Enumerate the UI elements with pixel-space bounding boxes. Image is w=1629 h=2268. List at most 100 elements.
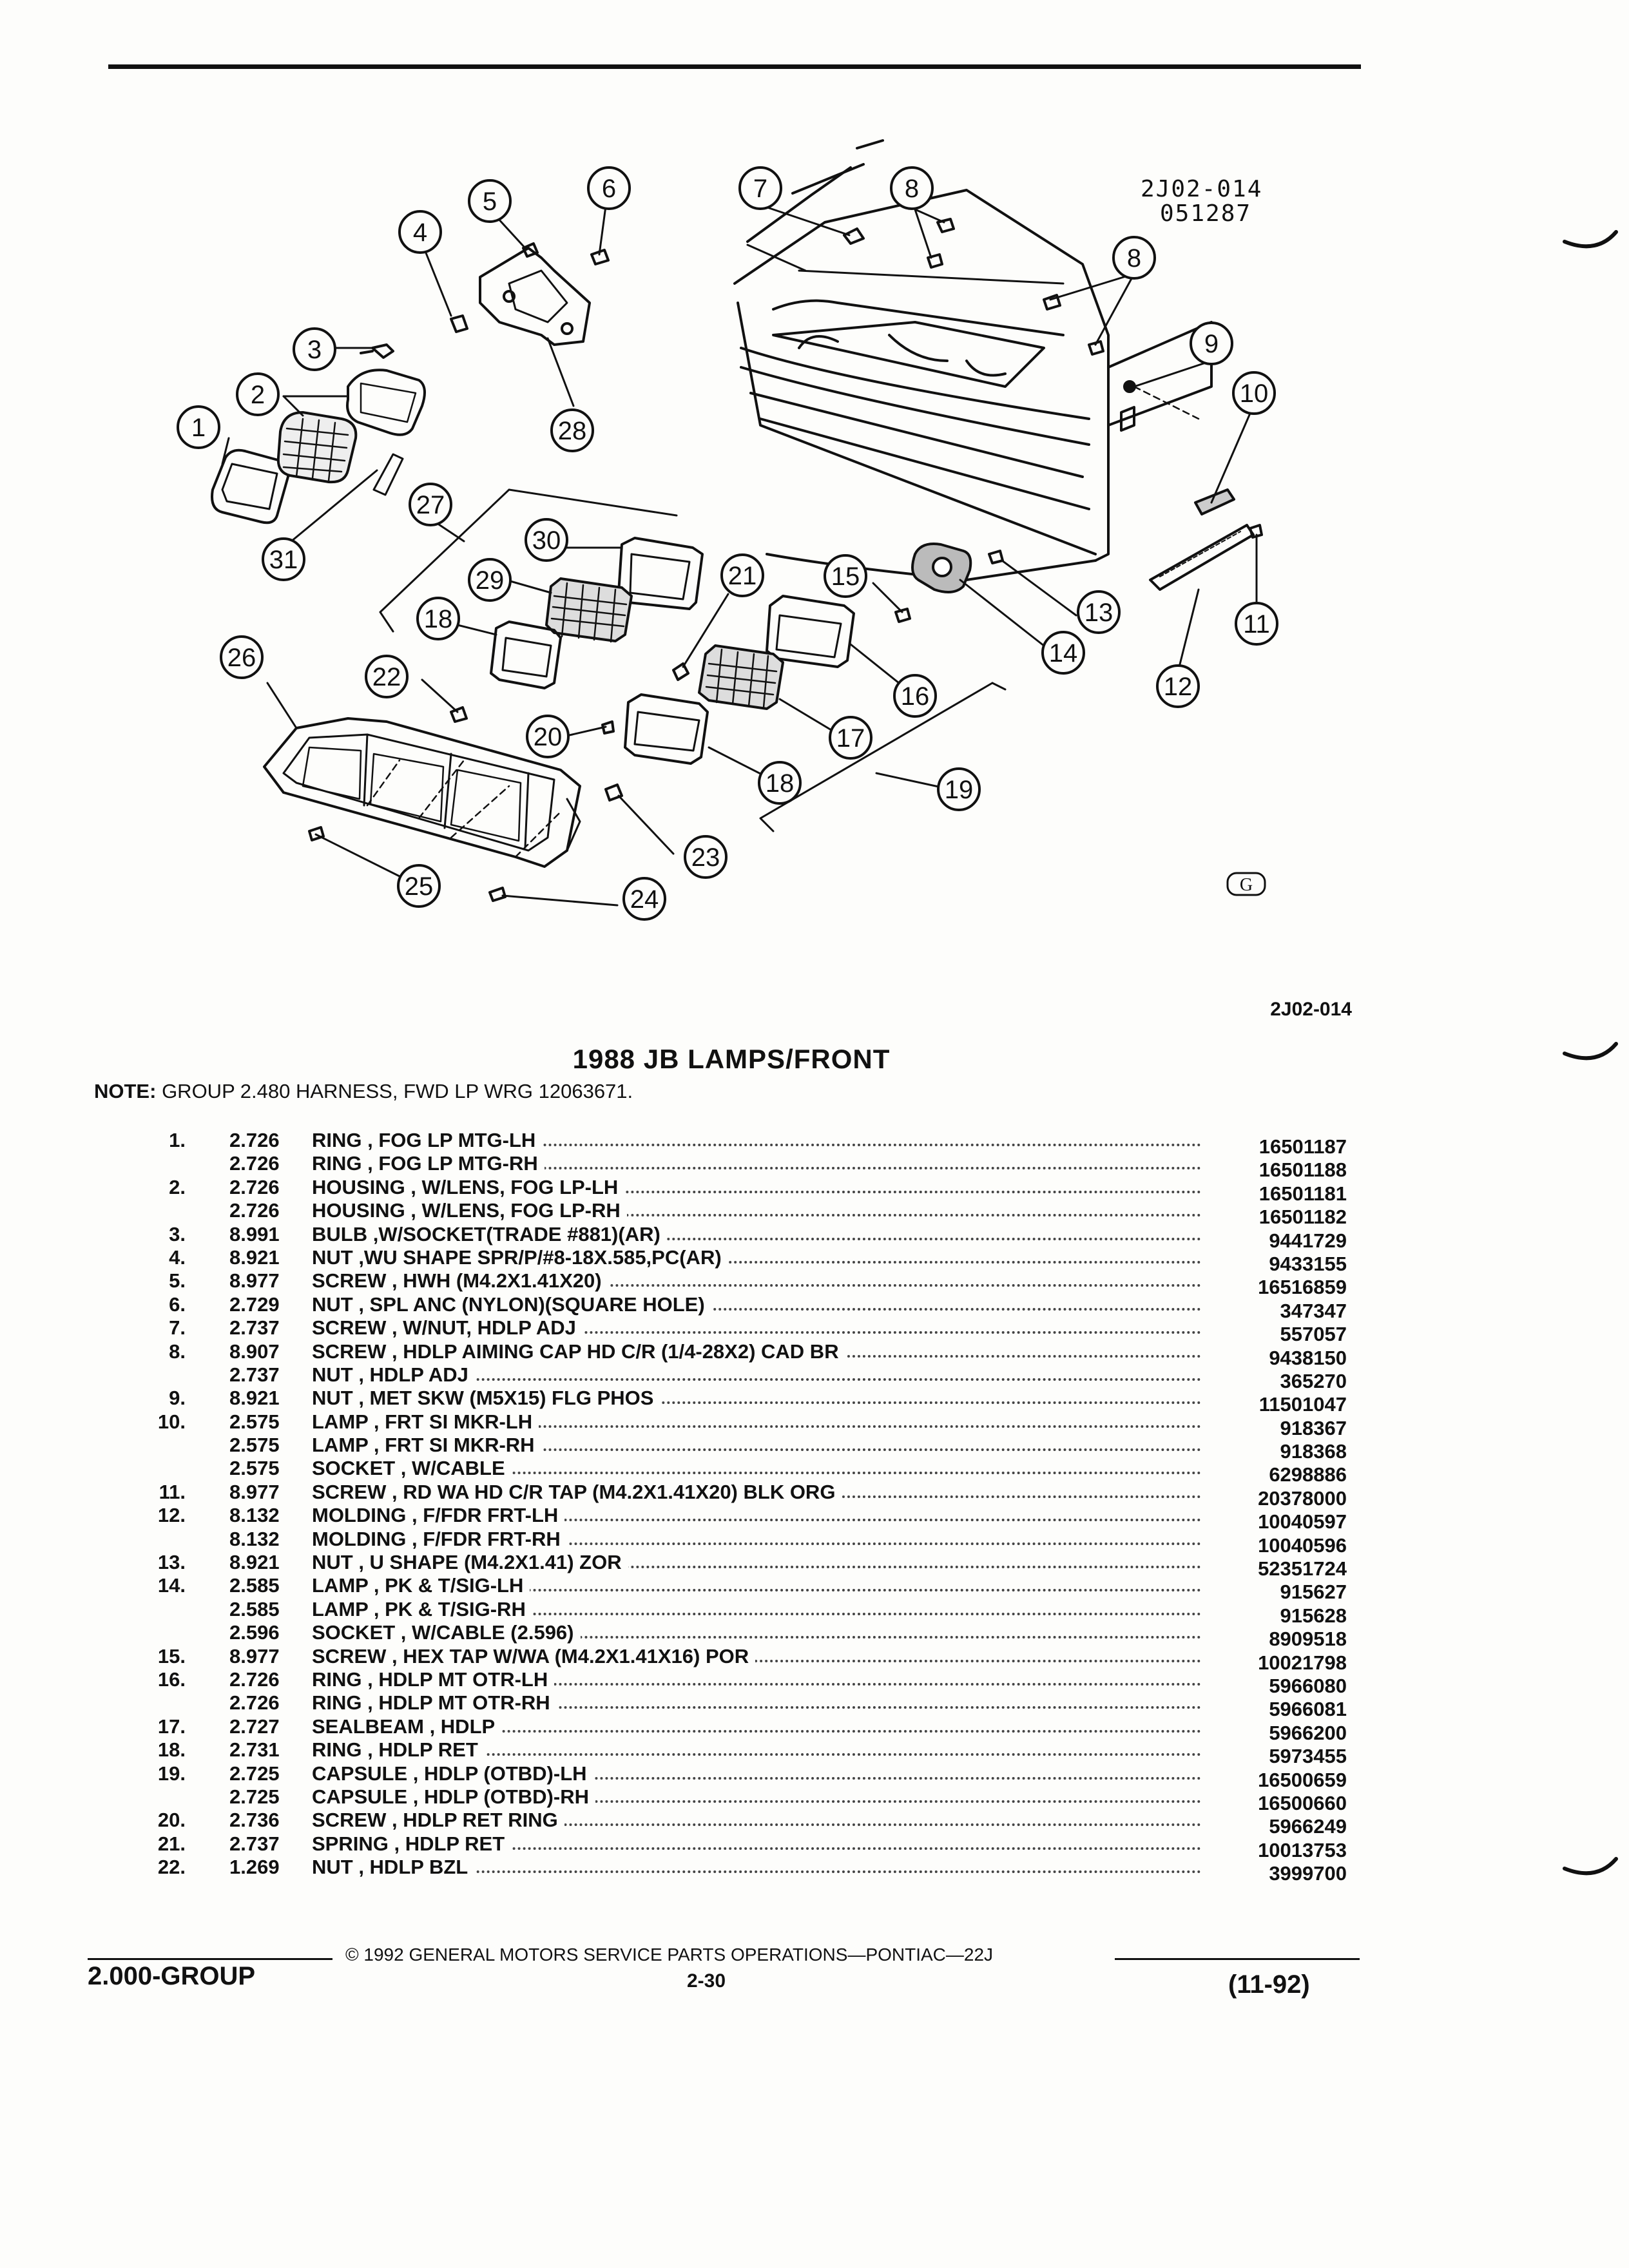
leader-dots <box>312 1870 1201 1874</box>
part-description: RING , HDLP MT OTR-LH <box>312 1667 1201 1691</box>
part-description: BULB ,W/SOCKET(TRADE #881)(AR) <box>312 1222 1201 1246</box>
part-number: 16500659 <box>1258 1768 1347 1791</box>
group-number: 1.269 <box>229 1856 280 1879</box>
part-description: SOCKET , W/CABLE <box>312 1457 1201 1480</box>
part-description-text: LAMP , PK & T/SIG-RH <box>312 1597 532 1620</box>
capsule-bracket-19 <box>759 682 1007 832</box>
part-description-text: NUT , HDLP ADJ <box>312 1363 475 1386</box>
fog-lamp-housing-part <box>276 369 426 484</box>
part-description-text: SCREW , HEX TAP W/WA (M4.2X1.41X16) POR <box>312 1644 756 1667</box>
leader-dots <box>312 1542 1201 1545</box>
group-number: 8.132 <box>229 1504 280 1527</box>
leader-dots <box>312 1589 1201 1592</box>
leader-dots <box>312 1682 1201 1686</box>
part-description-text: SCREW , W/NUT, HDLP ADJ <box>312 1316 583 1340</box>
retaining-ring-lower-part <box>624 693 709 765</box>
capsule-bracket-27 <box>379 488 678 633</box>
callout-7: 7 <box>753 175 767 203</box>
leader-dots <box>312 1566 1201 1569</box>
callout-14: 14 <box>1049 639 1078 668</box>
part-number: 16500660 <box>1258 1791 1347 1814</box>
item-number: 17. <box>157 1715 186 1738</box>
part-number: 5966080 <box>1269 1674 1347 1697</box>
item-number: 7. <box>169 1316 186 1340</box>
callout-24: 24 <box>630 885 659 914</box>
parking-lamp-part <box>911 543 972 593</box>
callout-20: 20 <box>534 723 563 751</box>
group-number: 2.725 <box>229 1762 280 1785</box>
part-number: 10013753 <box>1258 1838 1347 1861</box>
part-description-text: LAMP , FRT SI MKR-LH <box>312 1410 539 1433</box>
part-description: LAMP , PK & T/SIG-RH <box>312 1597 1201 1621</box>
part-description-text: BULB ,W/SOCKET(TRADE #881)(AR) <box>312 1222 667 1245</box>
retaining-ring-upper-part <box>490 620 562 689</box>
part-description-text: SCREW , HWH (M4.2X1.41X20) <box>312 1269 608 1293</box>
callout-29: 29 <box>476 566 505 595</box>
part-number: 10021798 <box>1258 1651 1347 1674</box>
part-description: NUT , HDLP BZL <box>312 1856 1201 1879</box>
part-description-text: NUT , HDLP BZL <box>312 1856 475 1879</box>
item-number: 2. <box>169 1175 186 1198</box>
part-description: LAMP , FRT SI MKR-RH <box>312 1434 1201 1457</box>
part-description: SPRING , HDLP RET <box>312 1832 1201 1856</box>
group-number: 8.991 <box>229 1222 280 1245</box>
part-number: 9433155 <box>1269 1252 1347 1275</box>
item-number: 4. <box>169 1245 186 1269</box>
part-number: 10040597 <box>1258 1510 1347 1533</box>
part-number: 11501047 <box>1258 1393 1347 1416</box>
screw-15-part <box>894 608 911 623</box>
screw-7-part <box>843 227 865 245</box>
group-number: 2.729 <box>229 1293 280 1316</box>
part-number: 52351724 <box>1258 1557 1347 1581</box>
callout-3: 3 <box>307 336 322 364</box>
part-description-text: MOLDING , F/FDR FRT-LH <box>312 1504 565 1527</box>
part-description: NUT , HDLP ADJ <box>312 1363 1201 1387</box>
part-number: 16501187 <box>1258 1135 1347 1158</box>
group-number: 8.977 <box>229 1269 280 1293</box>
callout-5: 5 <box>483 187 497 216</box>
leader-dots <box>312 1823 1201 1827</box>
group-number: 2.726 <box>229 1691 280 1715</box>
part-description: RING , HDLP MT OTR-RH <box>312 1691 1201 1715</box>
group-number: 8.907 <box>229 1340 280 1363</box>
leader-dots <box>312 1190 1201 1193</box>
part-description-text: NUT , U SHAPE (M4.2X1.41) ZOR <box>312 1551 628 1574</box>
part-description: LAMP , PK & T/SIG-LH <box>312 1574 1201 1597</box>
leader-dots <box>312 1167 1201 1170</box>
part-description: RING , FOG LP MTG-LH <box>312 1129 1201 1152</box>
screw-5-part <box>522 242 539 258</box>
group-number: 2.731 <box>229 1738 280 1762</box>
part-description-text: LAMP , PK & T/SIG-LH <box>312 1574 530 1597</box>
callout-circles <box>177 166 1278 921</box>
screw-8b-part <box>1043 294 1104 356</box>
group-number: 2.736 <box>229 1809 280 1832</box>
page-number: 2-30 <box>687 1970 726 1992</box>
callout-30: 30 <box>532 526 561 555</box>
part-number: 347347 <box>1280 1299 1347 1322</box>
figure-code-line2: 051287 <box>1160 200 1251 227</box>
leader-dots <box>312 1729 1201 1733</box>
leader-dots <box>312 1519 1201 1522</box>
item-number: 16. <box>157 1667 186 1691</box>
group-number: 2.726 <box>229 1199 280 1222</box>
part-description: SCREW , HEX TAP W/WA (M4.2X1.41X16) POR <box>312 1644 1201 1668</box>
part-number: 557057 <box>1280 1323 1347 1346</box>
binding-marks <box>1563 230 1618 1876</box>
group-number: 2.575 <box>229 1434 280 1457</box>
item-number: 19. <box>157 1762 186 1785</box>
part-description-text: NUT ,WU SHAPE SPR/P/#8-18X.585,PC(AR) <box>312 1245 728 1269</box>
callout-18b: 18 <box>424 605 453 633</box>
item-number: 13. <box>157 1551 186 1574</box>
part-number: 915628 <box>1280 1604 1347 1627</box>
spring-21-part <box>672 662 689 681</box>
